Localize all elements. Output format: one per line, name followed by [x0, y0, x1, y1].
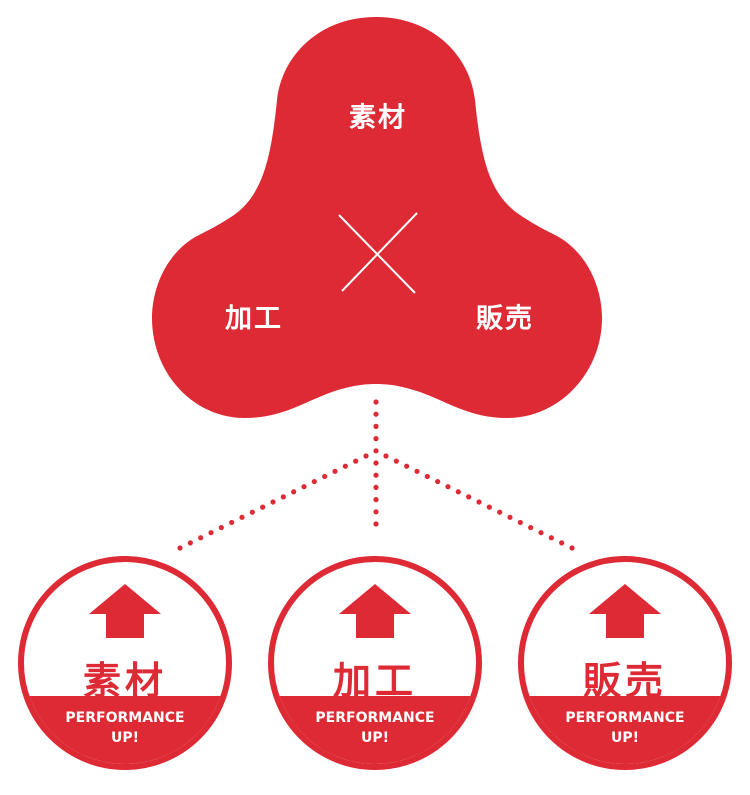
connector-dot: [373, 399, 379, 405]
connector-dot: [187, 540, 193, 546]
connector-dot: [373, 411, 379, 417]
connector-dot: [270, 499, 276, 505]
connector-dot: [507, 514, 513, 520]
connector-dot: [208, 530, 214, 536]
connector-dot: [373, 460, 379, 466]
trefoil-blob: [152, 17, 602, 418]
connector-dot: [404, 463, 410, 469]
connector-dot: [322, 473, 328, 480]
connector-dot: [476, 499, 482, 505]
connector-dot: [363, 453, 369, 459]
connector-dot: [239, 514, 245, 520]
badge-line2: UP!: [360, 730, 389, 746]
connector-dot: [280, 494, 286, 500]
connector-dot: [218, 524, 224, 531]
connector-dot: [517, 519, 523, 526]
connector-dot: [393, 458, 399, 464]
connector-dot: [373, 423, 379, 429]
connector-dot: [569, 545, 575, 551]
cross-icon: [338, 212, 418, 294]
connector-dot: [486, 504, 492, 510]
badge-band: PERFORMANCE UP!: [524, 696, 726, 764]
connector-dot: [291, 489, 297, 495]
blob-label-top: 素材: [349, 102, 407, 134]
connector-dot: [373, 497, 379, 503]
badge-line2: UP!: [610, 730, 639, 746]
badge-band: PERFORMANCE UP!: [274, 696, 476, 764]
blob-label-left: 加工: [225, 303, 283, 335]
connector-dot: [249, 509, 255, 515]
badge-title: 販売: [582, 659, 667, 703]
connector-dot: [311, 478, 317, 485]
arrow-up-icon: [89, 584, 161, 638]
badge-sales: 販売 PERFORMANCE UP!: [518, 556, 732, 770]
connector-dot: [332, 468, 338, 474]
connector-dot: [548, 535, 554, 541]
connector-dot: [466, 494, 472, 500]
connector-dot: [497, 509, 503, 515]
blob-label-right: 販売: [476, 303, 534, 335]
badge-title: 加工: [332, 659, 417, 703]
connector-dot: [177, 545, 183, 551]
connector-dot: [538, 530, 544, 536]
connector-dot: [301, 484, 307, 490]
connector-dot: [373, 448, 379, 454]
badge-line1: PERFORMANCE: [315, 710, 435, 726]
connector-dot: [424, 473, 430, 480]
arrow-up-icon: [589, 584, 661, 638]
connector-dot: [342, 463, 348, 469]
connector-dot: [353, 458, 359, 464]
connector-dot: [260, 504, 266, 510]
arrow-up-icon: [339, 584, 411, 638]
badge-line2: UP!: [110, 730, 139, 746]
connector-dot: [455, 489, 461, 495]
connector-dot: [373, 521, 379, 527]
connector-dot: [373, 436, 379, 442]
connector-dot: [383, 453, 389, 459]
connector-dot: [445, 484, 451, 490]
connector-dot: [528, 524, 534, 531]
connector-dot: [559, 540, 565, 546]
badge-title: 素材: [82, 659, 167, 703]
connector-dot: [373, 509, 379, 515]
connector-dot: [414, 468, 420, 474]
badge-processing: 加工 PERFORMANCE UP!: [268, 556, 482, 770]
connector-dot: [373, 472, 379, 478]
connector-dot: [373, 484, 379, 490]
connector-dot: [198, 535, 204, 541]
badge-material: 素材 PERFORMANCE UP!: [18, 556, 232, 770]
connector-dot: [229, 519, 235, 526]
badge-line1: PERFORMANCE: [65, 710, 185, 726]
badge-line1: PERFORMANCE: [565, 710, 685, 726]
badge-band: PERFORMANCE UP!: [24, 696, 226, 764]
connector-dot: [435, 478, 441, 485]
